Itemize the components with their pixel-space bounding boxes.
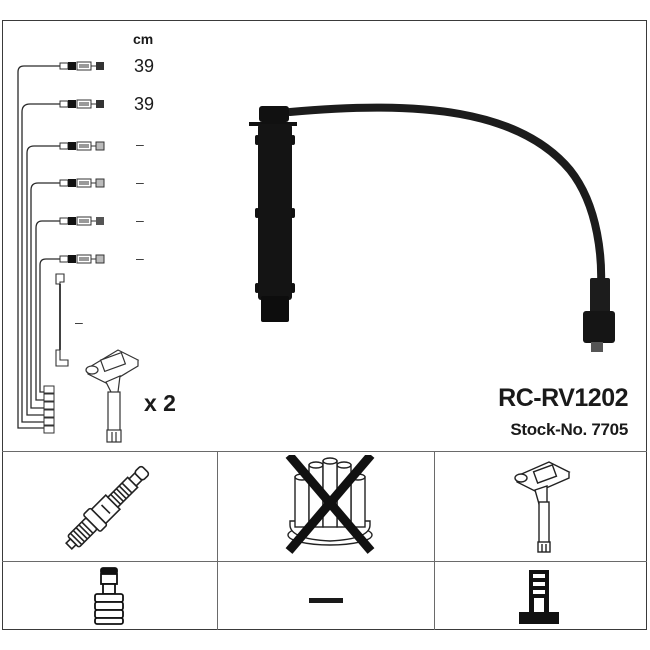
lead-length-2: 39 xyxy=(134,94,155,114)
not-applicable-dash xyxy=(309,598,343,603)
divider-vertical-1 xyxy=(217,451,218,630)
lead-length-6: – xyxy=(136,250,144,266)
divider-horizontal-2 xyxy=(2,561,647,562)
quantity-label: x 2 xyxy=(144,390,176,416)
not-applicable-cross-icon xyxy=(285,455,375,554)
coil-lead-length: – xyxy=(75,314,83,330)
stock-number: Stock-No. 7705 xyxy=(510,420,628,439)
divider-horizontal-1 xyxy=(2,451,647,452)
length-unit-label: cm xyxy=(133,31,154,47)
lead-length-1: 39 xyxy=(134,56,155,76)
lead-connectors xyxy=(59,61,105,264)
ignition-coil-drawing xyxy=(85,349,140,443)
model-number: RC-RV1202 xyxy=(498,384,628,412)
lead-length-3: – xyxy=(136,136,144,152)
spark-plug-icon xyxy=(65,465,150,550)
divider-vertical-2 xyxy=(434,451,435,630)
lead-length-5: – xyxy=(136,212,144,228)
product-sheet-frame xyxy=(2,20,647,630)
spark-plug-connector-icon xyxy=(94,567,124,625)
lead-set-diagram-icon xyxy=(17,61,140,443)
ignition-lead-photo xyxy=(249,103,615,352)
coil-connector-icon xyxy=(519,570,559,624)
ignition-coil-icon xyxy=(514,461,571,553)
lead-length-4: – xyxy=(136,174,144,190)
distributor-cap-icon xyxy=(285,455,375,554)
